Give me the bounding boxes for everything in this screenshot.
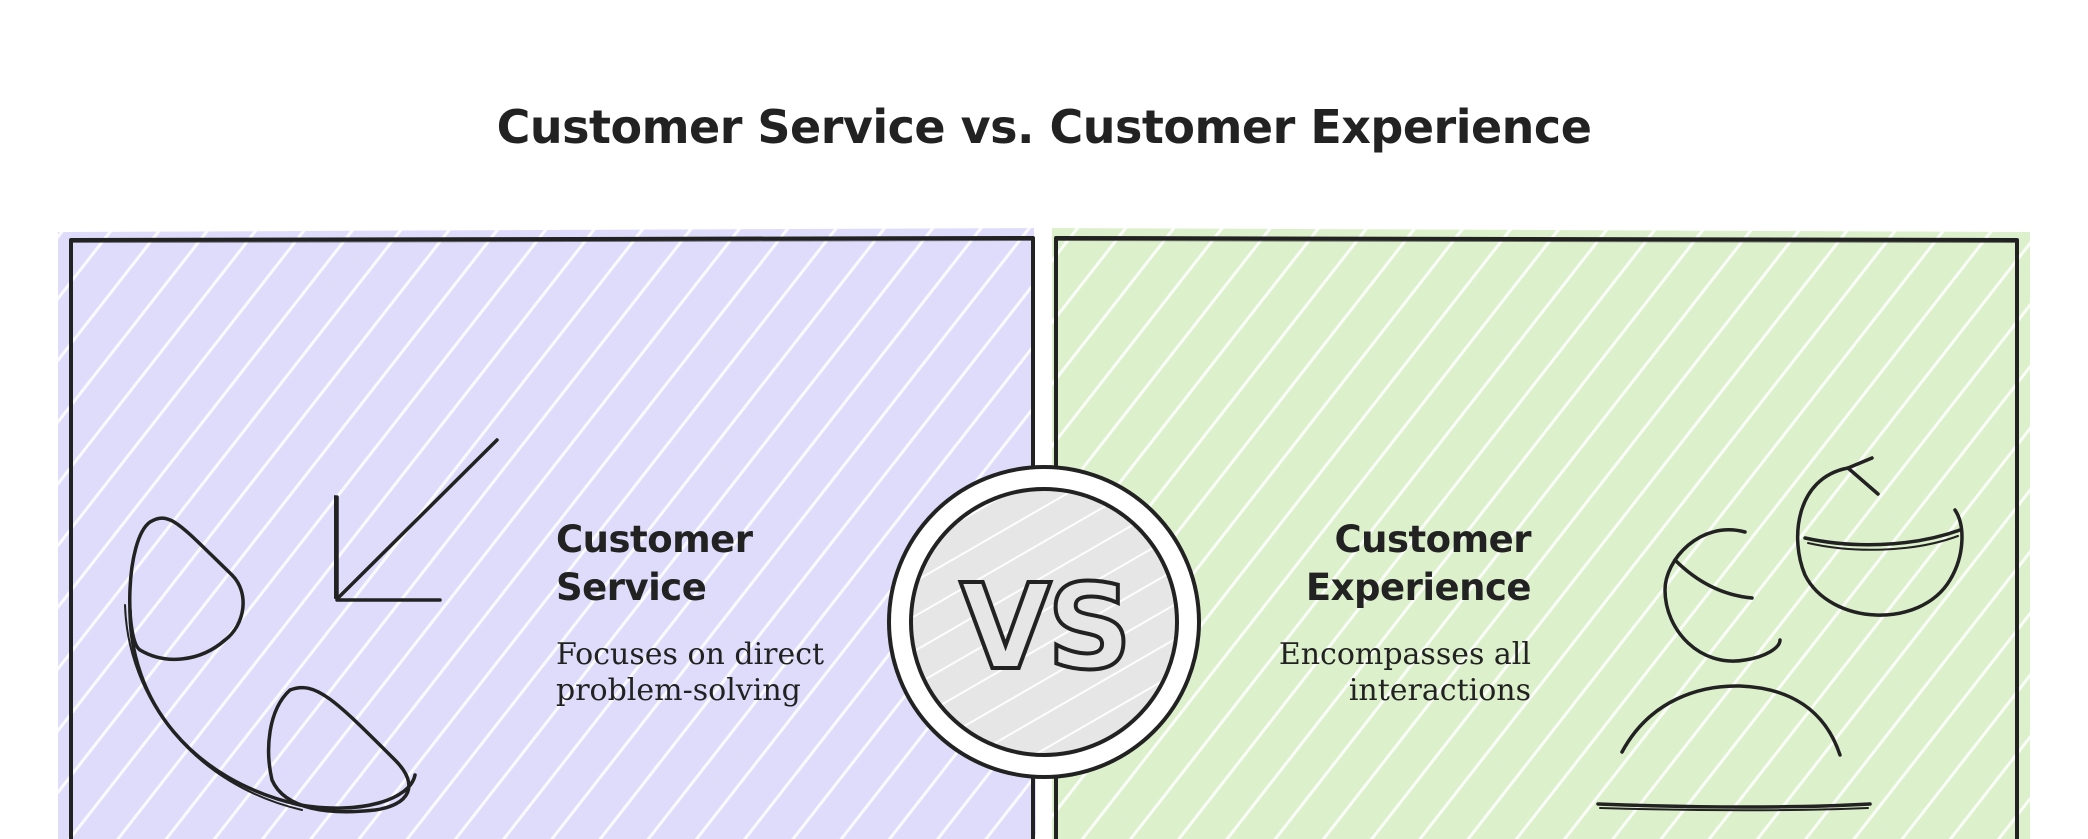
left-heading-line-1: Customer [556,518,753,561]
people-refresh-icon [1596,456,1964,812]
right-description: Encompasses all interactions [1211,637,1531,709]
right-heading-line-2: Experience [1305,566,1532,609]
vs-badge: VS [887,465,1201,779]
left-panel [58,228,1036,839]
page-title: Customer Service vs. Customer Experience [496,100,1592,154]
phone-handset-arrow-icon [124,438,499,814]
left-description: Focuses on direct problem-solving [556,637,876,709]
vs-label: VS [960,558,1128,696]
left-heading: Customer Service [556,516,856,612]
left-description-line-2: problem-solving [556,673,801,708]
right-panel [1052,228,2030,839]
left-heading-line-2: Service [556,566,707,609]
right-description-line-2: interactions [1348,673,1531,708]
left-description-line-1: Focuses on direct [556,637,825,672]
right-description-line-1: Encompasses all [1278,637,1531,672]
right-heading: Customer Experience [1211,516,1532,612]
right-heading-line-1: Customer [1334,518,1531,561]
